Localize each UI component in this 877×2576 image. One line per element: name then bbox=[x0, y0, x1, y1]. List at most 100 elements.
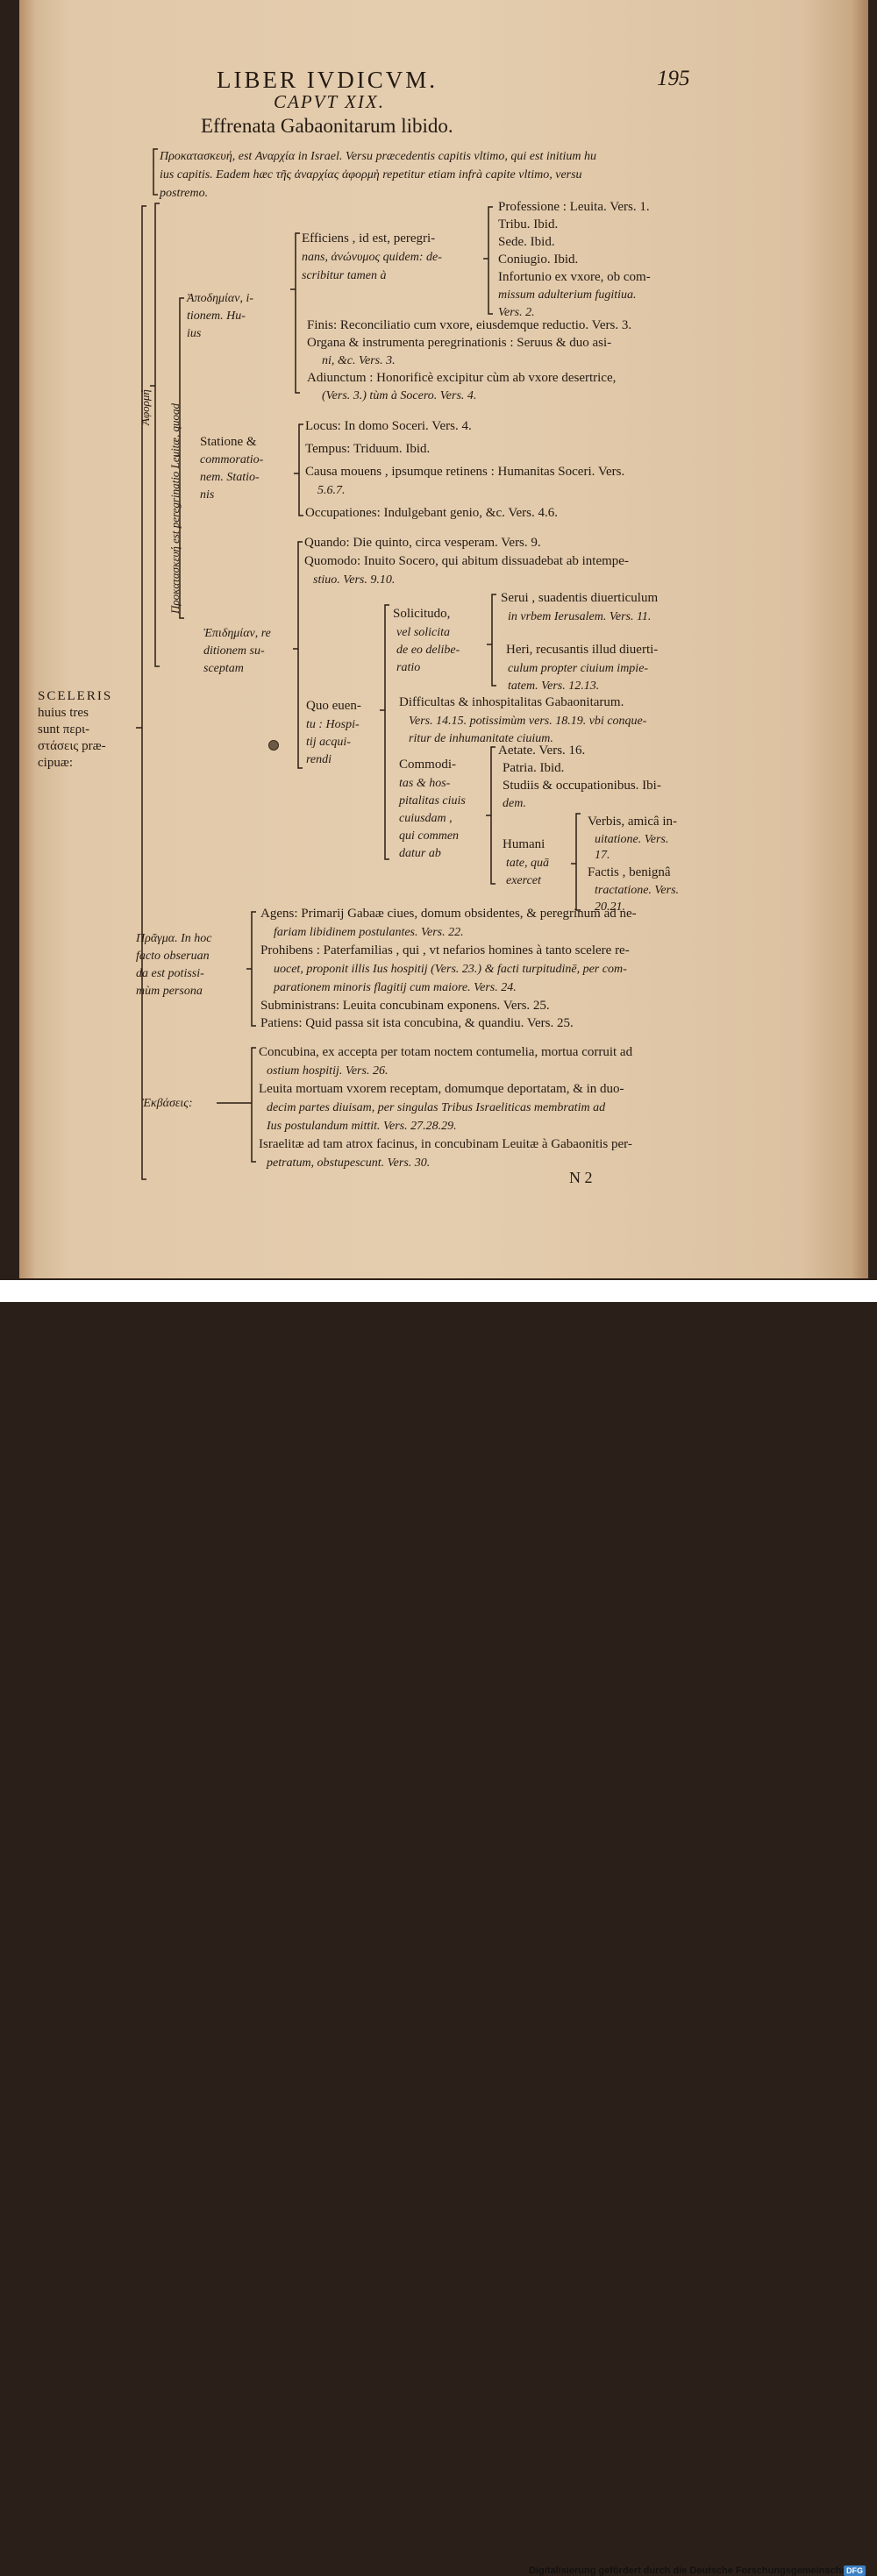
ekbasis-brace bbox=[246, 1047, 256, 1163]
factis-line-3: 20.21. bbox=[595, 900, 625, 914]
root-label-line-3: sunt περι- bbox=[38, 722, 90, 737]
quoeuentu-brace bbox=[380, 604, 389, 860]
apodemia-line-3: ius bbox=[187, 327, 202, 340]
concubina-line-2: ostium hospitij. Vers. 26. bbox=[267, 1064, 389, 1078]
solicitudo-brace bbox=[487, 594, 496, 687]
professione-item: Professione : Leuita. Vers. 1. bbox=[498, 200, 650, 214]
infortunio-line-1: Infortunio ex vxore, ob com- bbox=[498, 270, 651, 284]
finis-item: Finis: Reconciliatio cum vxore, eiusdemq… bbox=[307, 318, 632, 332]
chapter-subtitle: Effrenata Gabaonitarum libido. bbox=[201, 115, 453, 137]
concubina-line-1: Concubina, ex accepta per totam noctem c… bbox=[259, 1045, 633, 1059]
root-label-line-1: SCELERIS bbox=[38, 689, 113, 703]
factis-line-2: tractatione. Vers. bbox=[595, 884, 680, 897]
adiunctum-line-1: Adiunctum : Honorificè excipitur cùm ab … bbox=[307, 371, 617, 385]
causa-line-2: 5.6.7. bbox=[317, 484, 346, 497]
prohibens-line-3: parationem minoris flagitij cum maiore. … bbox=[274, 981, 517, 994]
agens-line-2: fariam libidinem postulantes. Vers. 22. bbox=[274, 926, 464, 939]
quo-euentu-line-4: rendi bbox=[306, 753, 332, 766]
chapter-heading: CAPVT XIX. bbox=[274, 91, 385, 112]
pragma-line-2: facto obseruan bbox=[136, 950, 210, 963]
pragma-line-1: Πρᾶγμα. In hoc bbox=[136, 932, 212, 945]
apodemia-brace bbox=[175, 297, 184, 619]
efficiens-line-1: Efficiens , id est, peregri- bbox=[302, 231, 436, 246]
occupationes-item: Occupationes: Indulgebant genio, &c. Ver… bbox=[305, 506, 558, 520]
patiens-item: Patiens: Quid passa sit ista concubina, … bbox=[260, 1016, 574, 1030]
tribu-item: Tribu. Ibid. bbox=[498, 217, 559, 231]
serui-line-1: Serui , suadentis diuerticulum bbox=[501, 591, 659, 605]
apodemia-line-2: tionem. Hu- bbox=[187, 310, 246, 323]
efficiens-line-2: nans, ἀνώνυμος quidem: de- bbox=[302, 251, 442, 264]
commoditas-line-3: pitalitas ciuis bbox=[399, 794, 466, 808]
intro-line-2: ius capitis. Eadem hæc τῆς ἀναρχίας ἀφορ… bbox=[160, 168, 582, 181]
solicitudo-line-2: vel solicita bbox=[396, 626, 451, 639]
solicitudo-line-3: de eo delibe- bbox=[396, 644, 460, 657]
page-number: 195 bbox=[657, 67, 690, 90]
patria-item: Patria. Ibid. bbox=[503, 761, 565, 775]
professione-brace bbox=[483, 206, 493, 315]
footer-bar: Digitalisierung gefördert durch die Deut… bbox=[0, 1280, 877, 2576]
humanitate-brace bbox=[571, 813, 581, 911]
coniugio-item: Coniugio. Ibid. bbox=[498, 253, 579, 267]
root-label-line-2: huius tres bbox=[38, 706, 89, 720]
difficultas-line-3: ritur de inhumanitate ciuium. bbox=[409, 732, 553, 745]
commoditas-line-4: cuiusdam , bbox=[399, 812, 453, 825]
efficiens-line-3: scribitur tamen à bbox=[302, 269, 387, 282]
intro-line-3: postremo. bbox=[160, 187, 209, 200]
statione-line-2: commoratio- bbox=[200, 453, 264, 466]
signature-mark: N 2 bbox=[569, 1169, 593, 1186]
statione-brace bbox=[294, 423, 303, 516]
organa-line-2: ni, &c. Vers. 3. bbox=[322, 354, 396, 367]
ink-dot bbox=[268, 740, 279, 751]
agens-line-1: Agens: Primarij Gabaæ ciues, domum obsid… bbox=[260, 907, 637, 921]
commoditas-line-1: Commodi- bbox=[399, 758, 457, 772]
israelitae-line-1: Israelitæ ad tam atrox facinus, in concu… bbox=[259, 1137, 632, 1151]
peregrinatio-vertical-label: Προκατασκευή est peregrinatio Leuitæ, qu… bbox=[168, 403, 182, 614]
quo-euentu-line-3: tij acqui- bbox=[306, 736, 351, 749]
infortunio-line-2: missum adulterium fugitiua. bbox=[498, 288, 637, 302]
solicitudo-line-1: Solicitudo, bbox=[393, 607, 451, 621]
epidemia-brace bbox=[293, 541, 303, 769]
aetate-item: Aetate. Vers. 16. bbox=[498, 744, 586, 758]
difficultas-line-2: Vers. 14.15. potissimùm vers. 18.19. vbi… bbox=[409, 715, 647, 728]
verbis-line-2: uitatione. Vers. bbox=[595, 833, 669, 846]
epidemia-line-3: sceptam bbox=[203, 662, 244, 675]
pragma-line-4: mùm persona bbox=[136, 985, 203, 998]
causa-line-1: Causa mouens , ipsumque retinens : Human… bbox=[305, 465, 625, 479]
apodemia-line-1: Ἀποδημίαν, i- bbox=[187, 292, 254, 305]
footer-credit: Digitalisierung gefördert durch die Deut… bbox=[529, 2565, 853, 2576]
prokat-brace bbox=[153, 148, 158, 196]
pragma-line-3: da est potissi- bbox=[136, 967, 204, 980]
quomodo-line-2: stiuo. Vers. 9.10. bbox=[313, 573, 396, 587]
verbis-line-1: Verbis, amicâ in- bbox=[588, 815, 678, 829]
locus-item: Locus: In domo Soceri. Vers. 4. bbox=[305, 419, 472, 433]
epidemia-line-2: ditionem su- bbox=[203, 644, 265, 658]
quando-item: Quando: Die quinto, circa vesperam. Vers… bbox=[304, 536, 541, 550]
root-label-line-4: στάσεις præ- bbox=[38, 739, 106, 753]
leuita-line-3: Ius postulandum mittit. Vers. 27.28.29. bbox=[267, 1120, 457, 1133]
running-title: LIBER IVDICVM. bbox=[217, 67, 438, 93]
studiis-line-2: dem. bbox=[503, 797, 526, 810]
humanitate-line-2: tate, quā bbox=[506, 857, 549, 870]
prohibens-line-1: Prohibens : Paterfamilias , qui , vt nef… bbox=[260, 943, 630, 957]
heri-line-3: tatem. Vers. 12.13. bbox=[508, 680, 600, 693]
studiis-line-1: Studiis & occupationibus. Ibi- bbox=[503, 779, 661, 793]
commoditas-line-2: tas & hos- bbox=[399, 777, 451, 790]
epidemia-line-1: Ἐπιδημίαν, re bbox=[203, 627, 271, 640]
quo-euentu-line-2: tu : Hospi- bbox=[306, 718, 360, 731]
aphorme-vertical-label: Ἀφορμή bbox=[139, 389, 152, 425]
statione-line-3: nem. Statio- bbox=[200, 471, 260, 484]
root-brace bbox=[136, 205, 146, 1180]
factis-line-1: Factis , benignâ bbox=[588, 865, 671, 879]
israelitae-line-2: petratum, obstupescunt. Vers. 30. bbox=[267, 1156, 431, 1170]
subministrans-item: Subministrans: Leuita concubinam exponen… bbox=[260, 999, 550, 1013]
statione-line-4: nis bbox=[200, 488, 215, 502]
heri-line-1: Heri, recusantis illud diuerti- bbox=[506, 643, 659, 657]
quomodo-line-1: Quomodo: Inuito Socero, qui abitum dissu… bbox=[304, 554, 629, 568]
book-page: LIBER IVDICVM. 195 CAPVT XIX. Effrenata … bbox=[19, 0, 868, 1278]
pragma-brace bbox=[246, 911, 256, 1027]
humanitate-line-1: Humani bbox=[503, 837, 545, 851]
adiunctum-line-2: (Vers. 3.) tùm à Socero. Vers. 4. bbox=[322, 389, 477, 402]
bracket-diagram bbox=[136, 148, 581, 1180]
serui-line-2: in vrbem Ierusalem. Vers. 11. bbox=[508, 610, 652, 623]
commoditas-brace bbox=[486, 746, 496, 885]
